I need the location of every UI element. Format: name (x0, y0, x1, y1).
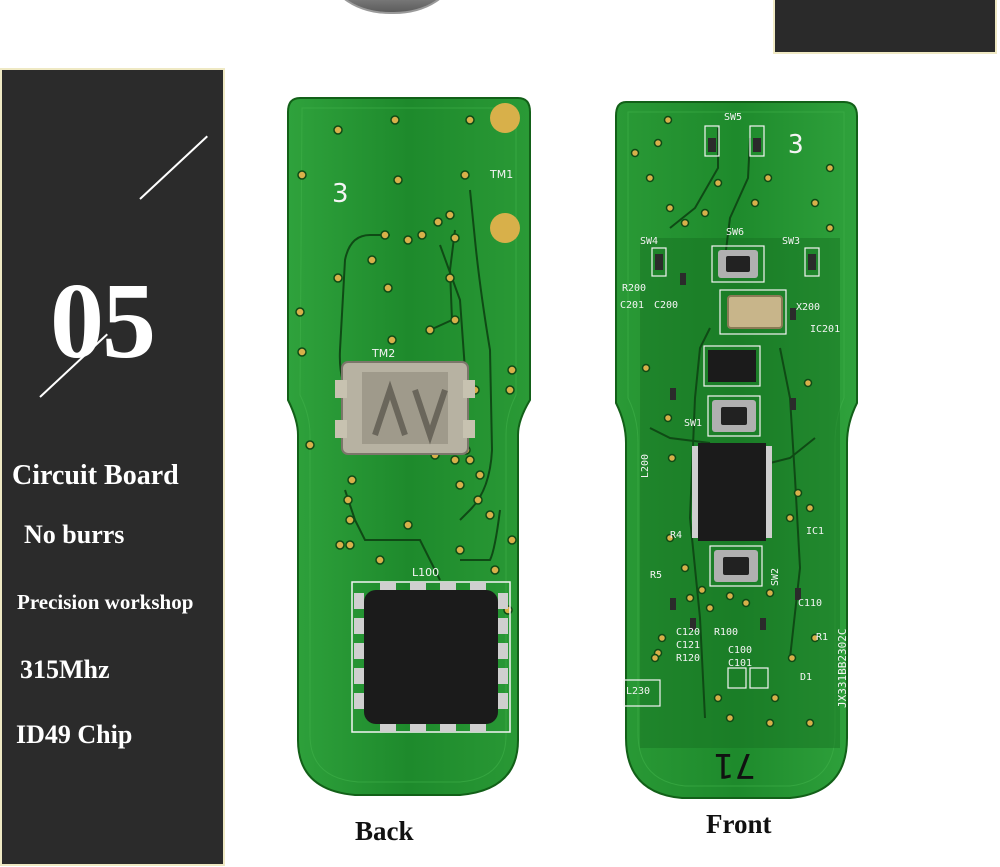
front-silk-c200: C200 (654, 300, 678, 311)
feature-precision-workshop: Precision workshop (17, 590, 194, 614)
section-number: 05 (50, 262, 156, 381)
back-silk-tm2: TM2 (371, 347, 395, 360)
front-silk-r5: R5 (650, 570, 662, 581)
front-silk-c201: C201 (620, 300, 644, 311)
slash-decoration-top (139, 135, 208, 200)
pcb-front-image: 3 SW5 SW6 SW4 SW3 R200 C201 C200 X200 IC… (615, 101, 858, 799)
front-silk-ic201: IC201 (810, 324, 840, 335)
front-silk-l200: L200 (640, 454, 651, 478)
feature-panel: 05 Circuit Board No burrs Precision work… (0, 68, 225, 866)
front-silk-sw1: SW1 (684, 418, 702, 429)
front-silk-sw5: SW5 (724, 112, 742, 123)
feature-no-burrs: No burrs (24, 520, 125, 549)
front-silk-r1: R1 (816, 632, 828, 643)
back-silk-digit: 3 (332, 179, 349, 209)
back-silk-l100: L100 (412, 566, 439, 579)
back-caption: Back (355, 816, 414, 846)
front-silk-sw2: SW2 (770, 568, 781, 586)
front-silk-digit: 3 (788, 130, 804, 160)
front-silk-sw6: SW6 (726, 227, 744, 238)
front-silk-sw3: SW3 (782, 236, 800, 247)
front-silk-c120: C120 (676, 627, 700, 638)
front-silk-r120: R120 (676, 653, 700, 664)
front-silk-r100: R100 (714, 627, 738, 638)
pcb-back-image: 3 TM1 TM2 L100 (287, 97, 531, 796)
front-silk-r200: R200 (622, 283, 646, 294)
front-silk-c121: C121 (676, 640, 700, 651)
feature-circuit-board: Circuit Board (12, 460, 179, 491)
front-caption: Front (706, 809, 772, 839)
front-silk-d1: D1 (800, 672, 812, 683)
front-silk-ic1: IC1 (806, 526, 824, 537)
coin-battery-edge (330, 0, 454, 14)
front-silk-x200: X200 (796, 302, 820, 313)
back-silk-tm1: TM1 (489, 168, 513, 181)
front-silk-c110: C110 (798, 598, 822, 609)
feature-chip: ID49 Chip (16, 720, 133, 749)
top-dark-box (773, 0, 997, 54)
feature-frequency: 315Mhz (20, 655, 110, 684)
front-silk-c101: C101 (728, 658, 752, 669)
front-silk-sw4: SW4 (640, 236, 658, 247)
front-silk-model: JX331BB2302C (836, 629, 849, 708)
front-silk-c100: C100 (728, 645, 752, 656)
front-silk-l230: L230 (626, 686, 650, 697)
front-handwritten-mark: 71 (713, 745, 756, 785)
front-silk-r4: R4 (670, 530, 682, 541)
